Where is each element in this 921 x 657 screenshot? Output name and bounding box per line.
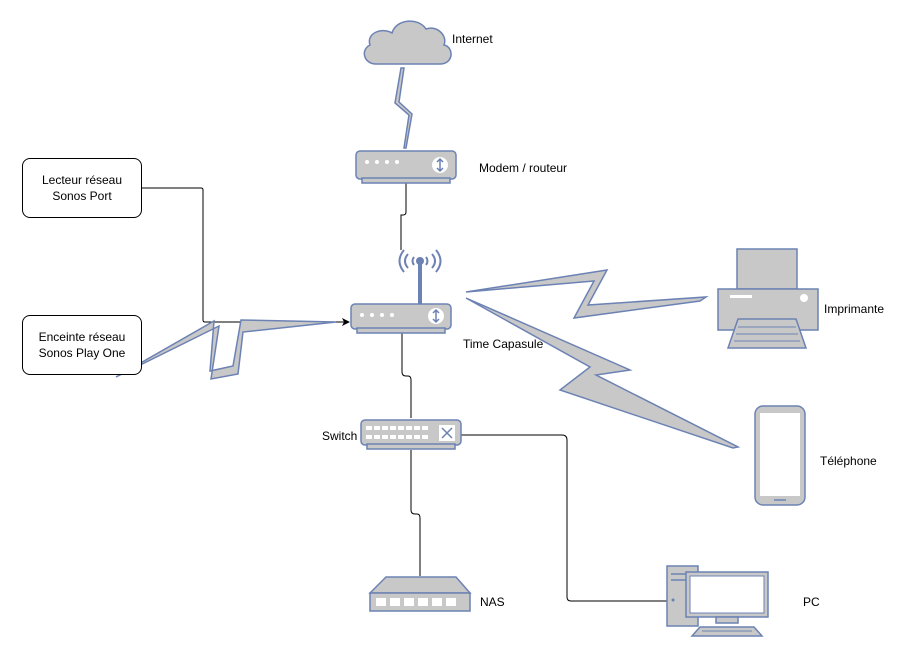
link-switch-to-pc xyxy=(460,434,667,602)
sonos-play-one-label: Enceinte réseau Sonos Play One xyxy=(38,330,126,360)
smartphone-icon xyxy=(754,405,806,506)
wireless-link-internet xyxy=(394,67,413,149)
wireless-link-sonos-play xyxy=(115,319,337,380)
sonos-port-box: Lecteur réseau Sonos Port xyxy=(22,158,142,218)
printer-icon xyxy=(717,248,819,349)
router-icon xyxy=(355,150,457,184)
wireless-link-phone xyxy=(465,297,741,449)
switch-label: Switch xyxy=(322,429,357,443)
pc-label: PC xyxy=(803,595,820,609)
phone-label: Téléphone xyxy=(820,454,877,468)
modem-label: Modem / routeur xyxy=(479,161,567,175)
link-time-capsule-to-switch xyxy=(401,333,412,418)
link-sonos-port-to-time-capsule xyxy=(141,187,345,323)
wireless-router-icon xyxy=(350,249,452,334)
desktop-pc-icon xyxy=(666,565,769,637)
cloud-icon xyxy=(363,20,452,65)
sonos-play-one-box: Enceinte réseau Sonos Play One xyxy=(22,315,142,375)
switch-icon xyxy=(360,419,462,450)
sonos-port-label: Lecteur réseau Sonos Port xyxy=(41,173,123,203)
arrow-head xyxy=(342,318,350,326)
link-modem-to-time-capsule xyxy=(400,182,407,250)
wireless-link-printer xyxy=(465,269,709,319)
printer-label: Imprimante xyxy=(824,302,884,316)
nas-icon xyxy=(368,576,472,612)
link-switch-to-nas xyxy=(410,450,421,576)
time-capsule-label: Time Capasule xyxy=(463,337,544,351)
nas-label: NAS xyxy=(480,595,505,609)
internet-label: Internet xyxy=(452,32,493,46)
